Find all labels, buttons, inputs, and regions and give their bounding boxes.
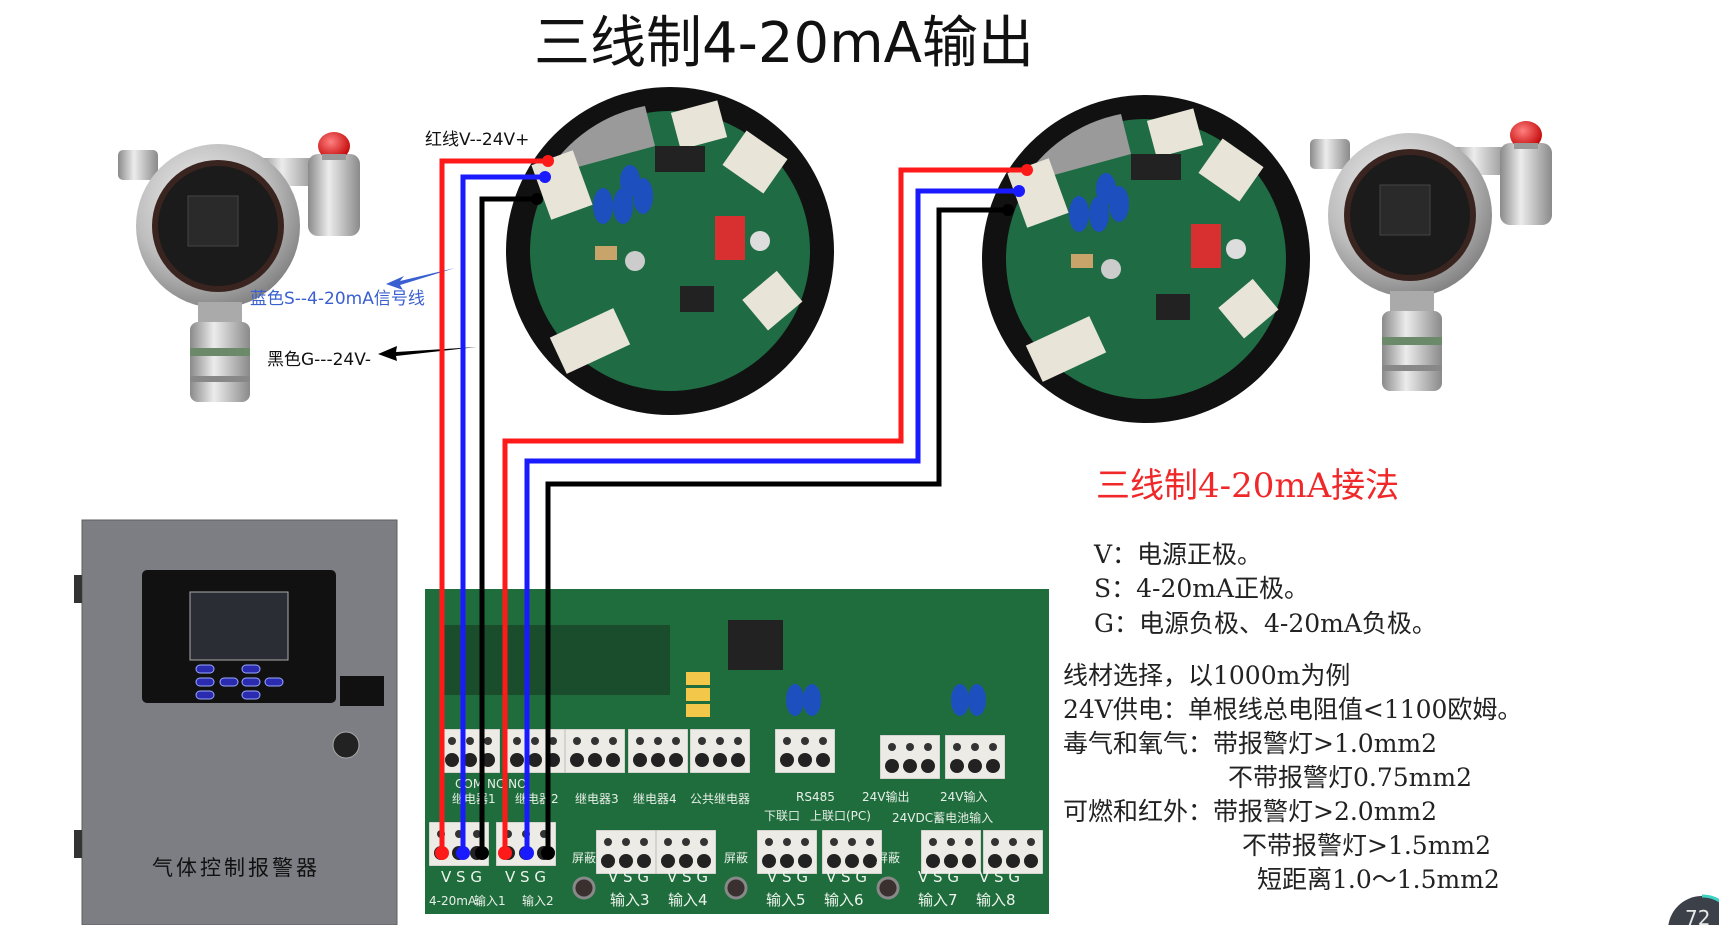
input-1-label: 输入1 — [474, 893, 506, 908]
black-callout-arrow-icon — [378, 346, 477, 361]
relay-pin-label: COM NC NO — [455, 777, 527, 791]
pin-v-desc: V：电源正极。 — [1093, 540, 1262, 569]
relay-2-label: 继电器2 — [515, 792, 559, 806]
wire-resistance-spec: 24V供电：单根线总电阻值<1100欧姆。 — [1063, 695, 1522, 724]
right-red-wire — [502, 167, 1027, 853]
input-8-label: 输入8 — [976, 891, 1016, 909]
battery-input-label: 24VDC蓄电池输入 — [892, 810, 993, 825]
rs485-label: RS485 — [796, 790, 835, 804]
wire-terminal-dots — [435, 155, 1033, 860]
uplink-port-label: 上联口(PC) — [810, 809, 871, 823]
relay-4-label: 继电器4 — [633, 792, 677, 806]
right-gas-detector-image — [1310, 120, 1553, 392]
pins-input-6: V S G — [826, 868, 867, 886]
combustible-with-lamp-spec: 可燃和红外：带报警灯>2.0mm2 — [1063, 797, 1437, 826]
left-blue-wire — [460, 174, 545, 853]
pins-input-5: V S G — [767, 868, 808, 886]
pins-input-4: V S G — [667, 868, 708, 886]
progress-badge[interactable]: 72 — [1668, 894, 1719, 925]
input-6-label: 输入6 — [824, 891, 864, 909]
pins-input-2: V S G — [505, 868, 546, 886]
gas-control-alarm-panel-image: 气体控制报警器 — [74, 519, 398, 925]
badge-value: 72 — [1685, 906, 1710, 925]
left-detector-pcb-image — [506, 87, 834, 415]
input-7-label: 输入7 — [918, 891, 958, 909]
blue-wire-callout: 蓝色S--4-20mA信号线 — [250, 289, 425, 309]
pins-input-8: V S G — [979, 868, 1020, 886]
wire-selection-heading: 线材选择，以1000m为例 — [1063, 661, 1350, 690]
input-4-label: 输入4 — [668, 891, 708, 909]
black-wire-callout: 黑色G---24V- — [267, 350, 371, 370]
pin-g-desc: G：电源负极、4-20mA负极。 — [1094, 609, 1437, 638]
relay-3-label: 继电器3 — [575, 792, 619, 806]
shield-label-3: 屏蔽 — [876, 851, 900, 865]
input-3-label: 输入3 — [610, 891, 650, 909]
panel-label: 气体控制报警器 — [152, 856, 320, 880]
pins-input-7: V S G — [918, 868, 959, 886]
downlink-port-label: 下联口 — [764, 809, 800, 823]
pins-input-3: V S G — [608, 868, 649, 886]
toxic-gas-with-lamp-spec: 毒气和氧气：带报警灯>1.0mm2 — [1063, 729, 1437, 758]
24v-input-label: 24V输入 — [940, 789, 987, 804]
left-red-wire — [439, 158, 548, 853]
pins-input-1: V S G — [441, 868, 482, 886]
left-black-wire — [479, 196, 537, 853]
toxic-gas-no-lamp-spec: 不带报警灯0.75mm2 — [1228, 763, 1472, 792]
common-relay-label: 公共继电器 — [690, 792, 750, 806]
shield-label-1: 屏蔽 — [572, 851, 596, 865]
right-black-wire — [545, 207, 1008, 853]
relay-1-label: 继电器1 — [452, 792, 496, 806]
blue-callout-arrow-icon — [386, 268, 455, 290]
4-20ma-prefix-label: 4-20mA: — [429, 894, 480, 908]
input-5-label: 输入5 — [766, 891, 806, 909]
shield-label-2: 屏蔽 — [724, 851, 748, 865]
24v-output-label: 24V输出 — [862, 789, 909, 804]
combustible-no-lamp-spec: 不带报警灯>1.5mm2 — [1242, 831, 1491, 860]
short-distance-spec: 短距离1.0～1.5mm2 — [1257, 865, 1500, 894]
pin-s-desc: S：4-20mA正极。 — [1094, 574, 1309, 603]
diagram-title: 三线制4-20mA输出 — [534, 11, 1034, 76]
input-2-label: 输入2 — [522, 893, 554, 908]
right-blue-wire — [524, 188, 1019, 853]
right-detector-pcb-image — [982, 95, 1310, 423]
wiring-method-title: 三线制4-20mA接法 — [1096, 466, 1399, 506]
red-wire-callout: 红线V--24V+ — [425, 130, 529, 150]
controller-mainboard-image: COM NC NO 继电器1 继电器2 继电器3 继电器4 公共继电器 RS48… — [425, 589, 1049, 914]
